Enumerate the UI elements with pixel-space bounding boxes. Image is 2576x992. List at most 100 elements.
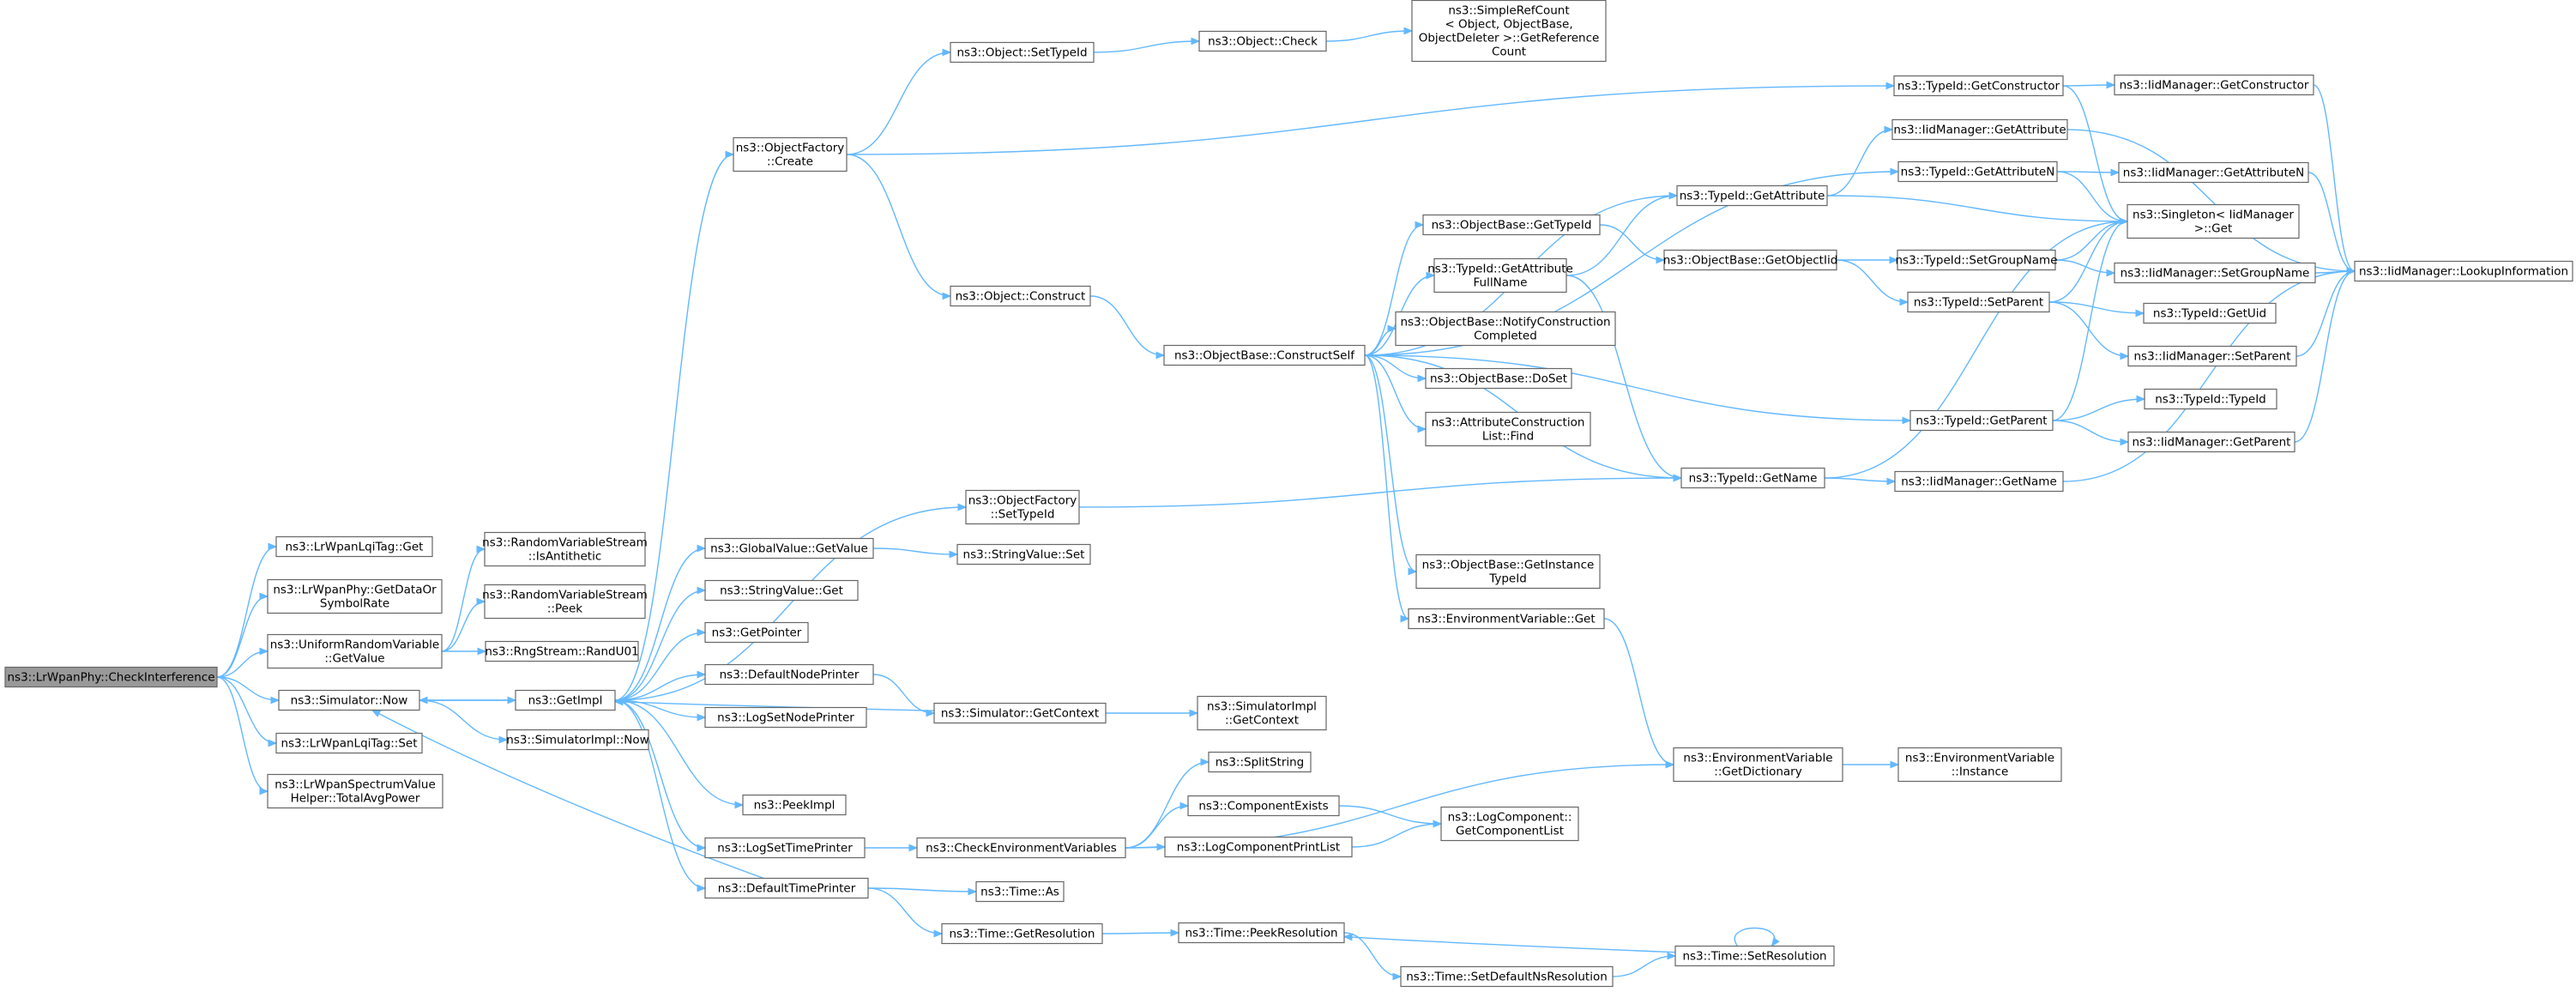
call-edge-defaultTimePrinter-to-timeGetResolution [867,887,944,938]
node-timeGetResolution[interactable]: ns3::Time::GetResolution [941,922,1103,945]
call-edge-getImpl-to-getPointer [614,628,707,701]
call-edge-checkInterference-to-simulatorNow [216,676,281,705]
node-defaultNodePrinter[interactable]: ns3::DefaultNodePrinter [704,663,874,686]
node-iidSetGroupName[interactable]: ns3::IidManager::SetGroupName [2114,262,2316,284]
node-tidGetAttribute[interactable]: ns3::TypeId::GetAttribute [1676,184,1828,207]
call-edge-getImpl-to-logSetNodePrinter [614,699,707,722]
node-box [278,689,420,711]
node-tidGetUid[interactable]: ns3::TypeId::GetUid [2143,302,2277,324]
node-logSetNodePrinter[interactable]: ns3::LogSetNodePrinter [704,706,867,729]
node-simImplNow[interactable]: ns3::SimulatorImpl::Now [506,729,649,751]
node-singletonGet[interactable]: ns3::Singleton< IidManager >::Get [2127,203,2300,239]
node-iidGetAttribute[interactable]: ns3::IidManager::GetAttribute [1891,118,2068,141]
node-objCheck[interactable]: ns3::Object::Check [1198,30,1327,52]
node-tidTypeId[interactable]: ns3::TypeId::TypeId [2144,388,2277,410]
node-envVarGet[interactable]: ns3::EnvironmentVariable::Get [1408,608,1605,630]
node-iidGetParent[interactable]: ns3::IidManager::GetParent [2127,431,2295,453]
node-obConstructSelf[interactable]: ns3::ObjectBase::ConstructSelf [1163,344,1366,366]
node-timeAs[interactable]: ns3::Time::As [975,880,1065,903]
node-tidGetParent[interactable]: ns3::TypeId::GetParent [1909,409,2054,432]
node-checkInterference[interactable]: ns3::LrWpanPhy::CheckInterference [4,666,218,688]
node-splitString[interactable]: ns3::SplitString [1208,751,1312,773]
call-edge-uniformGetValue-to-isAntithetic [441,545,486,652]
node-label: ns3::IidManager::GetConstructor [2120,79,2309,93]
call-edge-checkInterference-to-totalAvgPower [216,676,269,795]
node-simulatorNow[interactable]: ns3::Simulator::Now [278,689,420,711]
node-obDoSet[interactable]: ns3::ObjectBase::DoSet [1425,367,1572,390]
call-edge-ofCreate-to-objSetTypeId [846,48,952,155]
node-logCompGetList[interactable]: ns3::LogComponent::GetComponentList [1440,806,1579,842]
node-box [933,702,1107,724]
node-obNotifyConstruction[interactable]: ns3::ObjectBase::NotifyConstructionCompl… [1395,311,1616,347]
node-box [704,663,874,686]
node-iidGetAttributeN[interactable]: ns3::IidManager::GetAttributeN [2118,161,2309,184]
node-label: ::Create [767,155,813,169]
node-simImplGetContext[interactable]: ns3::SimulatorImpl::GetContext [1197,695,1327,731]
node-iidGetName[interactable]: ns3::IidManager::GetName [1894,470,2064,493]
node-iidSetParent[interactable]: ns3::IidManager::SetParent [2127,345,2297,367]
node-envVarInstance[interactable]: ns3::EnvironmentVariable::Instance [1897,747,2062,783]
node-uniformGetValue[interactable]: ns3::UniformRandomVariable::GetValue [267,633,443,669]
node-lqiGet[interactable]: ns3::LrWpanLqiTag::Get [275,535,433,558]
node-label: ns3::Time::SetDefaultNsResolution [1406,971,1608,984]
call-edge-obConstructSelf-to-obGetInstanceTypeId [1364,354,1418,576]
node-simpleRefCount[interactable]: ns3::SimpleRefCount< Object, ObjectBase,… [1411,0,1607,63]
node-envVarGetDict[interactable]: ns3::EnvironmentVariable::GetDictionary [1673,747,1843,783]
node-label: ::Instance [1952,765,2009,779]
node-rvsPeek[interactable]: ns3::RandomVariableStream::Peek [482,584,648,620]
node-label: ns3::ObjectBase::GetInstance [1422,559,1595,572]
node-tidGetAttributeN[interactable]: ns3::TypeId::GetAttributeN [1897,160,2058,183]
node-label: ns3::LrWpanPhy::GetDataOr [273,584,437,597]
node-label: < Object, ObjectBase, [1445,18,1572,32]
node-timeSetResolution[interactable]: ns3::Time::SetResolution [1674,945,1835,967]
node-tidGetConstructor[interactable]: ns3::TypeId::GetConstructor [1893,75,2064,97]
node-logComponentPrintList[interactable]: ns3::LogComponentPrintList [1164,836,1353,858]
node-logSetTimePrinter[interactable]: ns3::LogSetTimePrinter [704,837,866,859]
node-label: ns3::RandomVariableStream [482,536,648,550]
node-box [2114,74,2314,96]
node-objConstruct[interactable]: ns3::Object::Construct [950,285,1091,307]
node-isAntithetic[interactable]: ns3::RandomVariableStream::IsAntithetic [482,531,648,567]
node-getPointer[interactable]: ns3::GetPointer [704,621,809,644]
node-tidSetGroupName[interactable]: ns3::TypeId::SetGroupName [1895,249,2058,271]
node-box [704,537,874,560]
node-randU01[interactable]: ns3::RngStream::RandU01 [485,640,639,662]
node-simGetContext[interactable]: ns3::Simulator::GetContext [933,702,1107,724]
node-svSet[interactable]: ns3::StringValue::Set [956,543,1091,566]
call-edge-checkInterference-to-uniformGetValue [216,647,269,678]
node-obGetObjectIid[interactable]: ns3::ObjectBase::GetObjectIid [1663,249,1838,271]
node-componentExists[interactable]: ns3::ComponentExists [1187,795,1340,817]
node-ofCreate[interactable]: ns3::ObjectFactory::Create [733,136,848,172]
node-box [1425,411,1591,447]
node-objSetTypeId[interactable]: ns3::Object::SetTypeId [950,41,1095,64]
node-iidGetConstructor[interactable]: ns3::IidManager::GetConstructor [2114,74,2314,96]
node-iidLookupInformation[interactable]: ns3::IidManager::LookupInformation [2354,260,2573,282]
call-edge-checkEnvVars-to-componentExists [1125,801,1190,849]
node-checkEnvVars[interactable]: ns3::CheckEnvironmentVariables [916,837,1126,859]
node-box [1909,409,2054,432]
call-edge-iidGetAttributeN-to-iidLookupInformation [2308,172,2356,275]
node-defaultTimePrinter[interactable]: ns3::DefaultTimePrinter [704,877,869,899]
node-setDefaultNsRes[interactable]: ns3::Time::SetDefaultNsResolution [1400,965,1614,988]
node-peekImpl[interactable]: ns3::PeekImpl [742,794,847,816]
node-peekResolution[interactable]: ns3::Time::PeekResolution [1178,922,1345,944]
node-totalAvgPower[interactable]: ns3::LrWpanSpectrumValueHelper::TotalAvg… [267,773,443,809]
node-tidGetName[interactable]: ns3::TypeId::GetName [1680,467,1825,489]
node-obGetTypeId[interactable]: ns3::ObjectBase::GetTypeId [1422,214,1601,236]
node-lqiSet[interactable]: ns3::LrWpanLqiTag::Set [275,732,423,754]
node-box [704,837,866,859]
node-getImpl[interactable]: ns3::GetImpl [515,689,616,711]
node-label: ns3::Time::GetResolution [949,928,1095,941]
node-label: ns3::StringValue::Set [963,548,1085,562]
node-label: ns3::IidManager::GetAttribute [1893,124,2066,137]
node-svGet[interactable]: ns3::StringValue::Get [704,579,859,602]
node-gvGetValue[interactable]: ns3::GlobalValue::GetValue [704,537,874,560]
node-ofSetTypeId[interactable]: ns3::ObjectFactory::SetTypeId [965,489,1080,525]
node-box [704,706,867,729]
call-edge-getImpl-to-simulatorNow [418,696,516,705]
node-tidSetParent[interactable]: ns3::TypeId::SetParent [1907,291,2050,313]
